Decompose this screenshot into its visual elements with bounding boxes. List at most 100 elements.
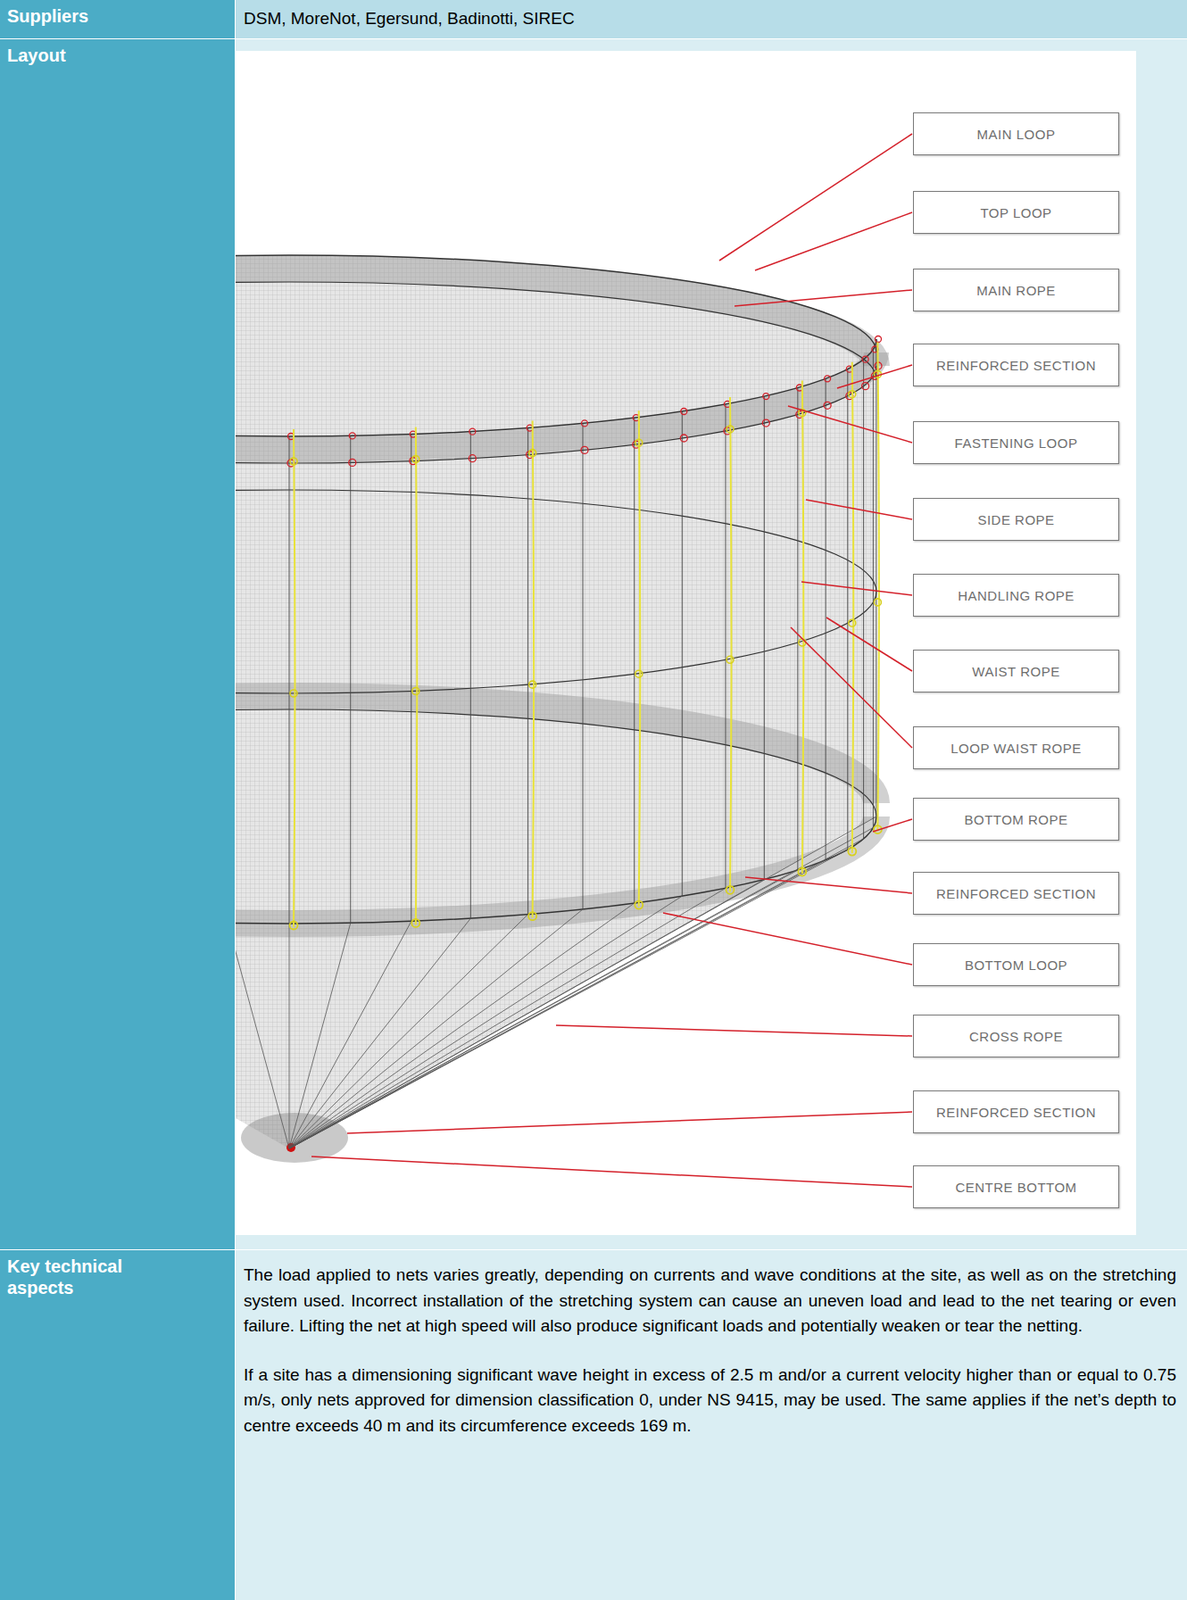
waist-rope (235, 591, 877, 694)
loop-waist-rope (848, 619, 856, 627)
loop-waist-rope (290, 689, 298, 698)
cross-rope (289, 879, 764, 1149)
top-loop (862, 382, 870, 391)
cross-rope (289, 828, 873, 1149)
side-rope (825, 378, 827, 860)
loop-rope (730, 397, 732, 892)
callout-label: REINFORCED SECTION (913, 871, 1120, 915)
loop-waist-rope (726, 655, 734, 664)
leader-line (826, 617, 913, 672)
callout-label: BOTTOM ROPE (913, 797, 1120, 841)
cross-rope (289, 896, 682, 1149)
leader-line (719, 133, 913, 261)
top-loop (468, 455, 476, 463)
side-rope (582, 423, 584, 910)
side-rope (633, 417, 635, 904)
top-band-back (235, 268, 877, 366)
fastening-loop (726, 425, 734, 433)
callout-label: REINFORCED SECTION (913, 343, 1120, 387)
side-rope (681, 411, 683, 897)
leader-line (556, 1025, 913, 1037)
main-loop (680, 408, 688, 416)
top-loop (348, 458, 357, 466)
leader-line (311, 1156, 913, 1187)
loop-waist-rope (873, 598, 881, 606)
part-name: BOTTOM ROPE (963, 812, 1068, 828)
part-name: REINFORCED SECTION (936, 886, 1096, 902)
leader-line (663, 913, 913, 965)
callout-label: CROSS ROPE (913, 1014, 1120, 1058)
bottom-band-front (235, 816, 877, 924)
main-loop-front (235, 339, 877, 437)
part-name: WAIST ROPE (971, 664, 1060, 680)
loop-rope (802, 381, 805, 875)
leader-line (837, 365, 913, 389)
bottom-loop (290, 921, 299, 930)
header-cell: Suppliers (0, 0, 235, 39)
cross-rope (289, 922, 351, 1149)
cell-text: If a site has a dimensioning significant… (243, 1362, 1177, 1440)
main-rope-back (235, 282, 877, 380)
side-rope (872, 348, 874, 828)
main-loop (581, 420, 589, 427)
part-name: HANDLING ROPE (957, 588, 1075, 604)
callout-label: SIDE ROPE (913, 498, 1120, 541)
fastening-loop (635, 439, 643, 447)
loop-rope (532, 421, 535, 919)
bottom-loop (847, 847, 856, 856)
part-name: LOOP WAIST ROPE (950, 740, 1081, 756)
main-loop (348, 432, 356, 440)
part-name: CENTRE BOTTOM (954, 1179, 1077, 1196)
net-body (235, 255, 877, 1149)
bottom-rope-front (235, 816, 877, 924)
fastening-loop (529, 449, 537, 457)
side-rope (863, 359, 864, 839)
callout-label: HANDLING ROPE (913, 573, 1120, 617)
row-heading: Key technical aspects (7, 1255, 164, 1299)
callout-label: LOOP WAIST ROPE (913, 726, 1120, 770)
cross-rope (289, 849, 848, 1149)
top-loop (762, 419, 770, 427)
cross-rope (235, 922, 290, 1149)
callout-label: WAIST ROPE (913, 649, 1120, 693)
cross-rope (289, 923, 291, 1149)
cross-rope (289, 838, 864, 1149)
side-rope (527, 428, 529, 915)
leader-line (745, 877, 913, 894)
side-rope (470, 431, 472, 919)
callout-label: BOTTOM LOOP (913, 943, 1120, 987)
callout-label: FASTENING LOOP (913, 421, 1120, 465)
side-rope (846, 369, 848, 850)
main-loop (824, 375, 831, 382)
bottom-loop (797, 868, 806, 877)
top-loop (823, 401, 831, 409)
part-name: SIDE ROPE (977, 512, 1055, 528)
part-name: MAIN ROPE (976, 282, 1056, 299)
main-loop (862, 356, 869, 363)
fastening-loop (290, 457, 298, 465)
cell-text: The load applied to nets varies greatly,… (243, 1262, 1177, 1340)
loop-rope (877, 341, 880, 831)
header-cell: Layout (0, 39, 235, 1250)
loop-waist-rope (798, 639, 806, 647)
leader-line (347, 1112, 913, 1134)
callout-label: MAIN LOOP (913, 112, 1120, 156)
cross-rope (289, 921, 412, 1149)
side-rope (724, 404, 726, 889)
cross-rope (289, 860, 826, 1149)
top-loop (581, 446, 589, 454)
cross-rope (289, 918, 471, 1149)
leader-line (755, 212, 913, 271)
row-heading: Layout (7, 44, 164, 67)
bottom-loop (411, 919, 420, 928)
side-rope (289, 436, 291, 924)
main-rope-front (235, 365, 877, 464)
loop-waist-rope (529, 680, 537, 689)
part-name: CROSS ROPE (969, 1029, 1063, 1045)
header-cell: Key technical aspects (0, 1250, 235, 1600)
leader-line (872, 819, 913, 832)
part-name: MAIN LOOP (977, 126, 1056, 142)
leader-line (734, 290, 913, 307)
side-rope (876, 339, 878, 817)
callout-label: TOP LOOP (913, 190, 1120, 234)
